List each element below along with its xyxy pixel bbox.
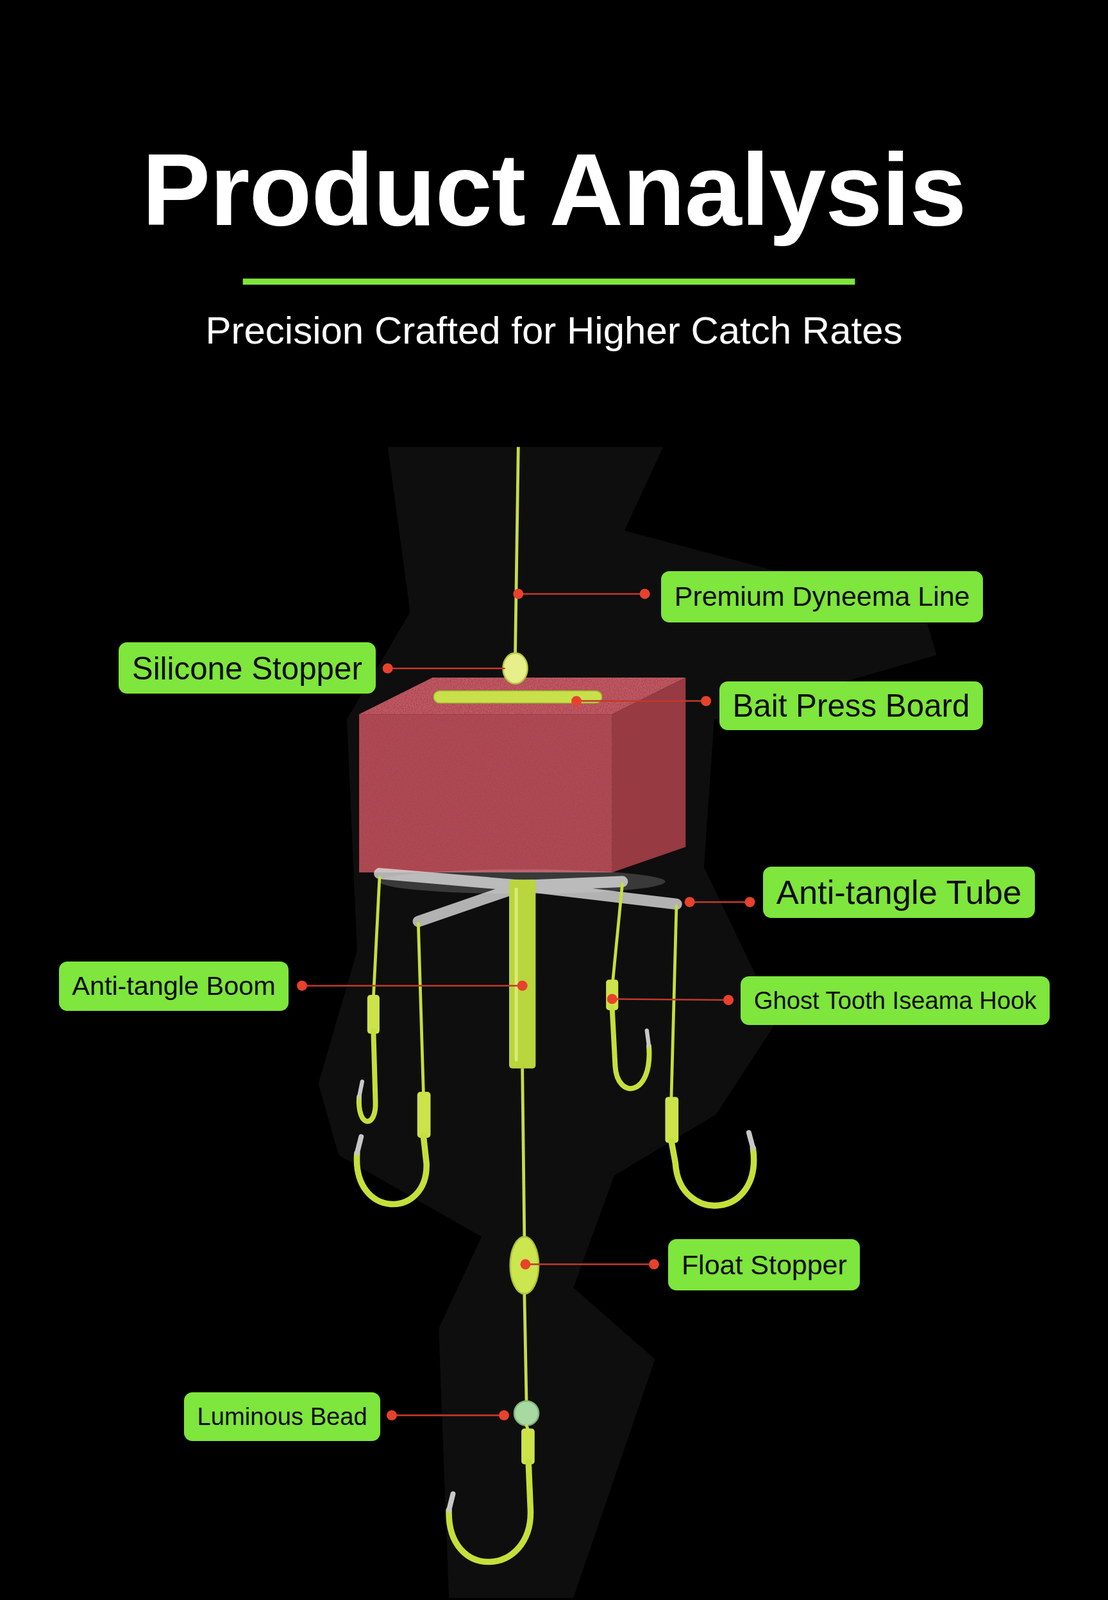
anti-tangle-boom	[509, 879, 536, 1069]
label-text: Float Stopper	[681, 1251, 848, 1280]
main-line	[522, 1068, 525, 1240]
title-underline	[243, 278, 856, 286]
callout-label: Float Stopper	[668, 1239, 860, 1291]
callout-label: Luminous Bead	[184, 1392, 381, 1442]
leader-lines	[302, 593, 751, 1416]
float-stopper	[510, 1236, 540, 1294]
callout-label: Anti-tangle Tube	[763, 866, 1035, 919]
bait-cube	[359, 677, 686, 873]
label-text: Anti-tangle Boom	[71, 973, 276, 1000]
silicone-stopper	[502, 653, 528, 685]
main-line	[524, 1293, 527, 1403]
title-text: Product Analysis	[141, 132, 966, 247]
dyneema-line	[515, 446, 519, 656]
callout-label: Ghost Tooth Iseama Hook	[740, 976, 1050, 1026]
callout-label: Premium Dyneema Line	[661, 571, 983, 623]
boom-shade	[514, 888, 519, 1062]
bottom-hook	[448, 1426, 535, 1563]
subtitle-text: Precision Crafted for Higher Catch Rates	[205, 309, 903, 353]
label-text: Bait Press Board	[732, 689, 970, 722]
leader-dots	[296, 588, 755, 1421]
label-text: Ghost Tooth Iseama Hook	[754, 988, 1037, 1014]
label-text: Premium Dyneema Line	[674, 582, 971, 611]
callout-label: Bait Press Board	[719, 681, 983, 731]
hook-set	[357, 877, 755, 1207]
callout-label: Anti-tangle Boom	[58, 961, 290, 1011]
label-text: Anti-tangle Tube	[776, 875, 1022, 910]
luminous-bead	[514, 1401, 539, 1427]
page-title: Product Analysis	[0, 138, 1108, 242]
label-text: Silicone Stopper	[132, 652, 363, 685]
callout-label: Silicone Stopper	[118, 642, 376, 694]
label-text: Luminous Bead	[197, 1404, 368, 1430]
page-subtitle: Precision Crafted for Higher Catch Rates	[0, 311, 1108, 351]
